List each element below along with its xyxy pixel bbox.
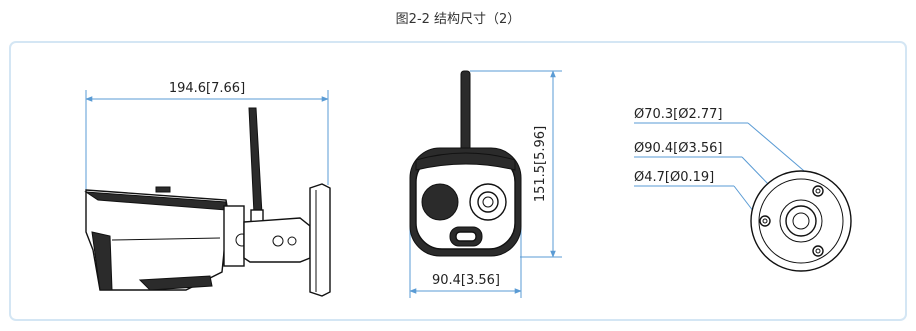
mount-screw-hole-3 [812, 245, 824, 257]
side-housing-seam [111, 237, 221, 241]
mount-hub [785, 205, 817, 237]
side-sunshield-clip [155, 186, 171, 193]
front-view: 151.5[5.96] 90.4[3.56] [409, 70, 562, 298]
front-antenna [460, 70, 471, 154]
front-ir-window-inner [455, 231, 477, 242]
side-bracket-arm [243, 217, 311, 263]
side-wall-plate [309, 183, 331, 297]
mount-screw-hole-2-center [762, 218, 768, 224]
mount-screw-hole-2 [759, 215, 771, 227]
mount-hub-center [792, 212, 810, 230]
mount-screw-hole-1-center [815, 188, 821, 194]
side-front-bezel [91, 231, 113, 291]
side-bracket-joint [223, 205, 245, 267]
width-dimension-label: 90.4[3.56] [432, 273, 500, 288]
length-dimension-label: 194.6[7.66] [169, 81, 245, 96]
mount-hole-label: Ø4.7[Ø0.19] [634, 170, 714, 185]
side-bracket-knob-1 [272, 235, 284, 247]
front-thermal-lens [421, 183, 459, 221]
front-visible-lens [477, 191, 499, 213]
mount-pcd-leader [741, 156, 771, 187]
mount-inner-rim [758, 178, 844, 264]
mount-outer-label: Ø70.3[Ø2.77] [634, 107, 723, 122]
diagram-frame [9, 41, 907, 321]
mount-screw-hole-1 [812, 185, 824, 197]
front-sunshield [415, 152, 516, 171]
side-view: 194.6[7.66] [84, 81, 331, 297]
side-housing [85, 189, 229, 291]
side-bracket-knob-2 [287, 236, 297, 246]
figure-caption: 图2-2 结构尺寸（2） [395, 12, 521, 27]
height-dimension-label: 151.5[5.96] [533, 126, 548, 202]
side-antenna [248, 107, 263, 215]
mount-outer-leader [747, 122, 811, 177]
mount-screw-hole-3-center [815, 248, 821, 254]
mount-hub-outer [779, 199, 823, 243]
mount-view: Ø70.3[Ø2.77] Ø90.4[Ø3.56] Ø4.7[Ø0.19] [634, 107, 852, 272]
front-visible-lens-center [482, 196, 494, 208]
side-bottom-vent [138, 275, 213, 291]
mount-pcd-label: Ø90.4[Ø3.56] [634, 141, 723, 156]
